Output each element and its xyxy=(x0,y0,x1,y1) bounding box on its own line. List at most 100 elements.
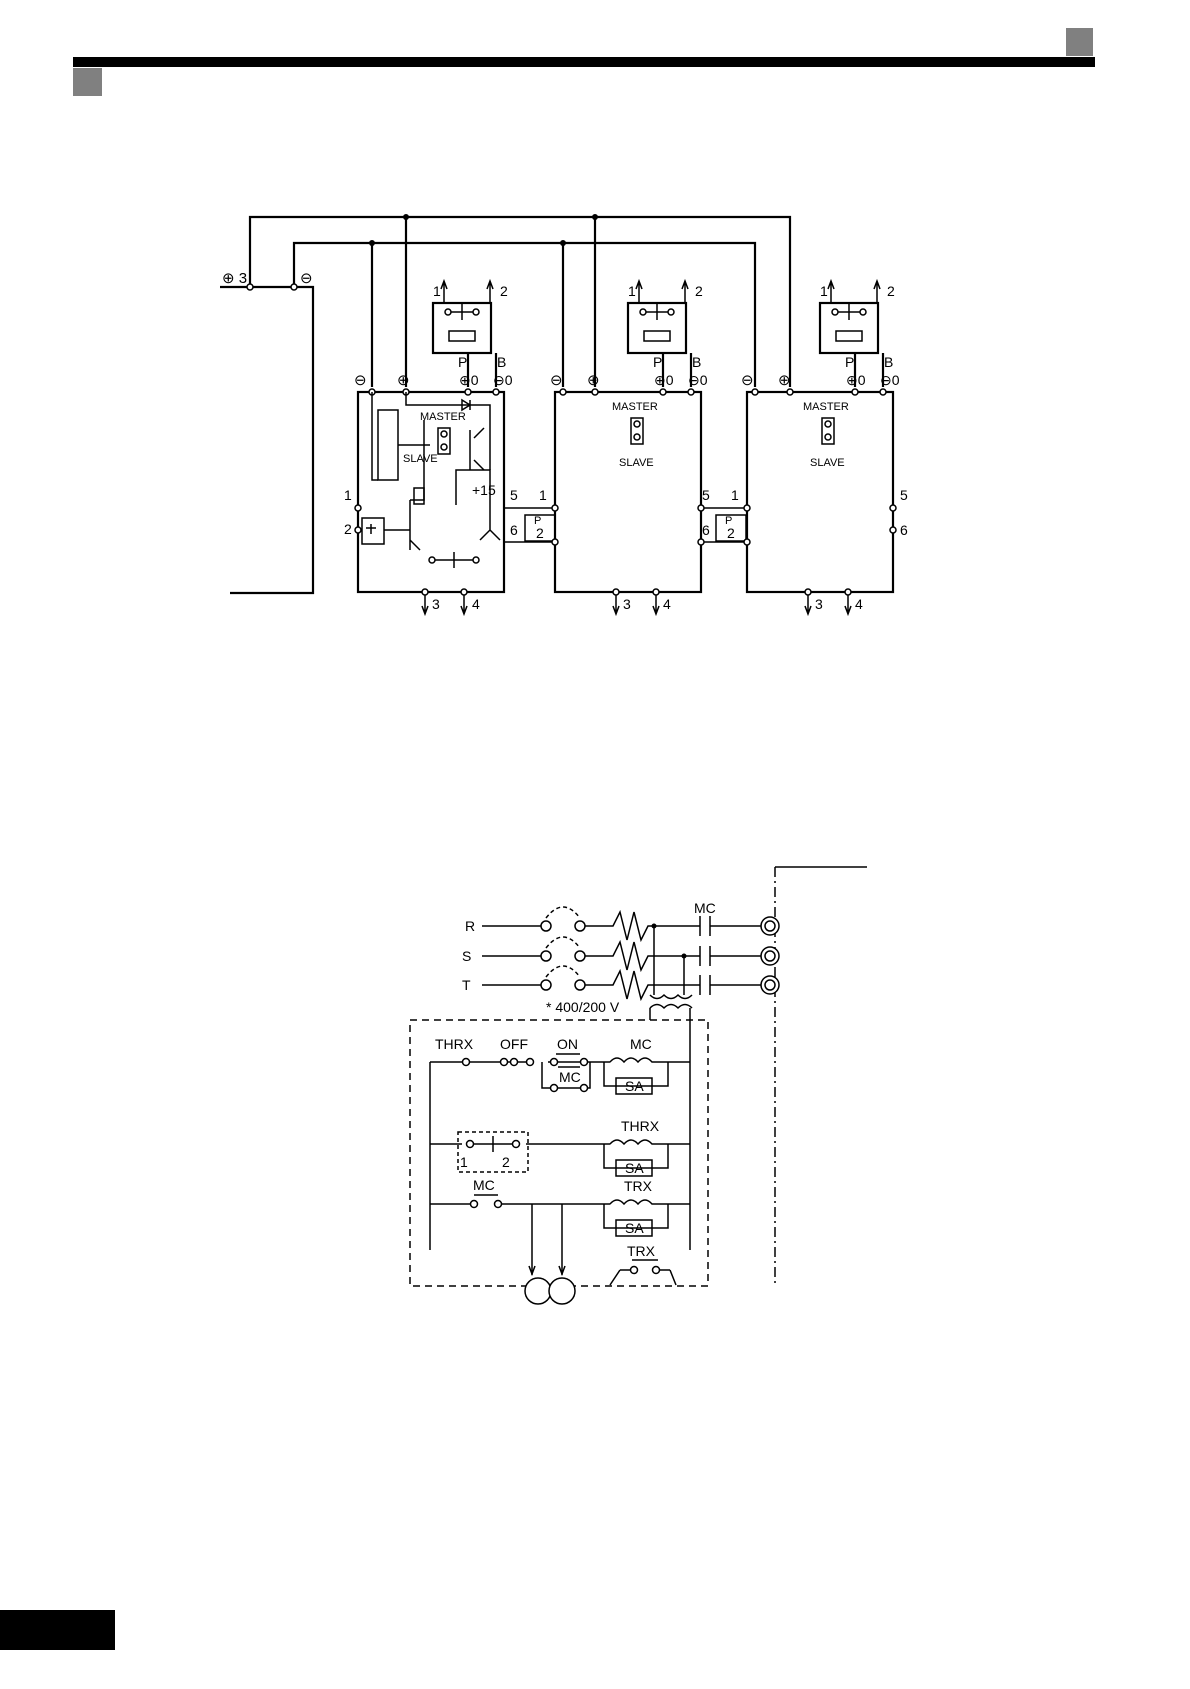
unit1-pullup-resistor xyxy=(414,488,424,504)
unit1-phototransistor xyxy=(384,500,420,550)
unit1-terminal-p: P xyxy=(458,354,467,370)
fan-motor-1 xyxy=(525,1278,551,1304)
unit2-top-terminal-2: 2 xyxy=(695,283,703,299)
unit3-bottom-terminal-4: 4 xyxy=(855,596,863,612)
unit2-side-terminal-5: 5 xyxy=(702,487,710,503)
unit1-top-terminal-2: 2 xyxy=(500,283,508,299)
unit1-top-terminal-1-arrow xyxy=(441,281,447,303)
unit1-top-terminal-1: 1 xyxy=(433,283,441,299)
off-button-label: OFF xyxy=(500,1036,528,1052)
transformer-secondary-coil xyxy=(650,1005,692,1009)
unit2-side-terminal-6: 6 xyxy=(702,522,710,538)
braking-unit-1: 1 2 P B ⊖ ⊕ ⊕0 ⊖0 MASTER SLAVE 1 2 xyxy=(344,281,555,614)
unit1-control-module xyxy=(378,410,398,480)
unit1-link-2: 2 xyxy=(536,525,544,541)
phase-label-s: S xyxy=(462,948,471,964)
unit1-thermal-contact xyxy=(432,552,476,568)
control-rung-1: THRX OFF ON MC SA MC xyxy=(430,1036,690,1094)
unit2-link-2: 2 xyxy=(727,525,735,541)
unit1-slave-label: SLAVE xyxy=(403,453,438,465)
footer-page-number-block xyxy=(0,1610,115,1650)
unit1-bottom-arrows xyxy=(422,592,467,614)
mc-coil-sa-label: SA xyxy=(625,1078,644,1094)
unit2-bus-plus0-label: ⊕0 xyxy=(654,372,674,388)
control-circuit-enclosure xyxy=(410,1020,708,1286)
unit1-plus15-label: +15 xyxy=(472,482,496,498)
braking-unit-3: 1 2 P B ⊖ ⊕ ⊕0 ⊖0 MASTER SLAVE 1 5 6 3 4 xyxy=(731,281,908,614)
unit1-bottom-terminal-4: 4 xyxy=(472,596,480,612)
header-corner-square-left xyxy=(73,68,102,96)
trx-aux-contact-label: TRX xyxy=(627,1243,656,1259)
unit3-slave-label: SLAVE xyxy=(810,457,845,469)
input-minus-wire xyxy=(230,287,313,593)
unit3-body xyxy=(747,392,893,592)
thrx-contact-label: THRX xyxy=(435,1036,474,1052)
transformer-voltage-label: * 400/200 V xyxy=(546,999,620,1015)
unit3-top-terminal-1: 1 xyxy=(820,283,828,299)
thrx-coil-label: THRX xyxy=(621,1118,660,1134)
unit1-bus-plus-label: ⊕ xyxy=(397,372,410,389)
unit2-side-terminal-1: 1 xyxy=(539,487,547,503)
power-sequence-circuit-diagram: R S T MC * 400/200 V xyxy=(410,867,867,1304)
unit1-output-transistor xyxy=(456,470,500,540)
unit3-side-terminal-6: 6 xyxy=(900,522,908,538)
unit1-bus-minus-label: ⊖ xyxy=(354,372,367,389)
unit2-slave-label: SLAVE xyxy=(619,457,654,469)
unit3-side-terminal-5: 5 xyxy=(900,487,908,503)
thermal-relay-terminal-2: 2 xyxy=(502,1154,510,1170)
unit1-terminal-b: B xyxy=(497,354,506,370)
thermal-relay-terminal-1: 1 xyxy=(460,1154,468,1170)
unit2-terminal-b: B xyxy=(692,354,701,370)
unit3-bus-plus-label: ⊕ xyxy=(778,372,791,389)
unit2-body xyxy=(555,392,701,592)
mc-holding-contact-label: MC xyxy=(559,1069,581,1085)
unit3-bus-minus0-label: ⊖0 xyxy=(880,372,900,388)
unit1-photocoupler xyxy=(362,518,384,544)
phase-s-line xyxy=(482,937,779,970)
input-plus-label: ⊕ 3 xyxy=(222,270,247,287)
unit3-bus-plus0-label: ⊕0 xyxy=(846,372,866,388)
unit3-terminal-p: P xyxy=(845,354,854,370)
phase-r-line xyxy=(482,907,779,940)
unit1-transistor xyxy=(470,428,484,470)
mc-aux-contact-label: MC xyxy=(473,1177,495,1193)
unit3-top-terminal-2: 2 xyxy=(887,283,895,299)
input-minus-label: ⊖ xyxy=(300,270,313,287)
fan-motor-2 xyxy=(549,1278,575,1304)
thrx-coil-sa-label: SA xyxy=(625,1160,644,1176)
unit1-internal-wiring xyxy=(372,392,490,480)
input-plus-terminal xyxy=(247,284,253,290)
control-rung-4: TRX xyxy=(610,1243,676,1285)
unit3-terminal-b: B xyxy=(884,354,893,370)
control-rung-2: 1 2 SA THRX xyxy=(430,1118,690,1176)
braking-unit-2: 1 2 P B ⊖ ⊕ ⊕0 ⊖0 MASTER SLAVE 1 5 6 P 2 xyxy=(539,281,746,614)
phase-t-line xyxy=(482,966,779,999)
on-button-label: ON xyxy=(557,1036,578,1052)
phase-label-r: R xyxy=(465,918,475,934)
unit1-side-terminal-1: 1 xyxy=(344,487,352,503)
mc-coil-label: MC xyxy=(630,1036,652,1052)
unit2-bus-minus-label: ⊖ xyxy=(550,372,563,389)
trx-coil-label: TRX xyxy=(624,1178,653,1194)
phase-label-t: T xyxy=(462,977,471,993)
unit1-bus-minus0-label: ⊖0 xyxy=(493,372,513,388)
unit2-terminal-p: P xyxy=(653,354,662,370)
unit2-bus-plus-label: ⊕ xyxy=(587,372,600,389)
unit2-master-label: MASTER xyxy=(612,401,658,413)
unit1-top-terminal-2-arrow xyxy=(487,281,493,303)
header-bar xyxy=(73,57,1095,67)
input-minus-terminal xyxy=(291,284,297,290)
main-contactor-label: MC xyxy=(694,900,716,916)
unit1-side-terminal-6: 6 xyxy=(510,522,518,538)
control-rung-3: MC SA TRX xyxy=(430,1177,690,1304)
unit1-bottom-terminal-3: 3 xyxy=(432,596,440,612)
unit1-led xyxy=(366,524,376,534)
braking-unit-parallel-diagram: ⊕ 3 ⊖ 1 2 P B ⊖ ⊕ xyxy=(220,214,908,614)
unit2-top-terminal-1: 1 xyxy=(628,283,636,299)
unit1-master-label: MASTER xyxy=(420,411,466,423)
unit2-bottom-terminal-4: 4 xyxy=(663,596,671,612)
unit1-bus-plus0-label: ⊕0 xyxy=(459,372,479,388)
unit2-bottom-terminal-3: 3 xyxy=(623,596,631,612)
unit1-side-terminal-5: 5 xyxy=(510,487,518,503)
